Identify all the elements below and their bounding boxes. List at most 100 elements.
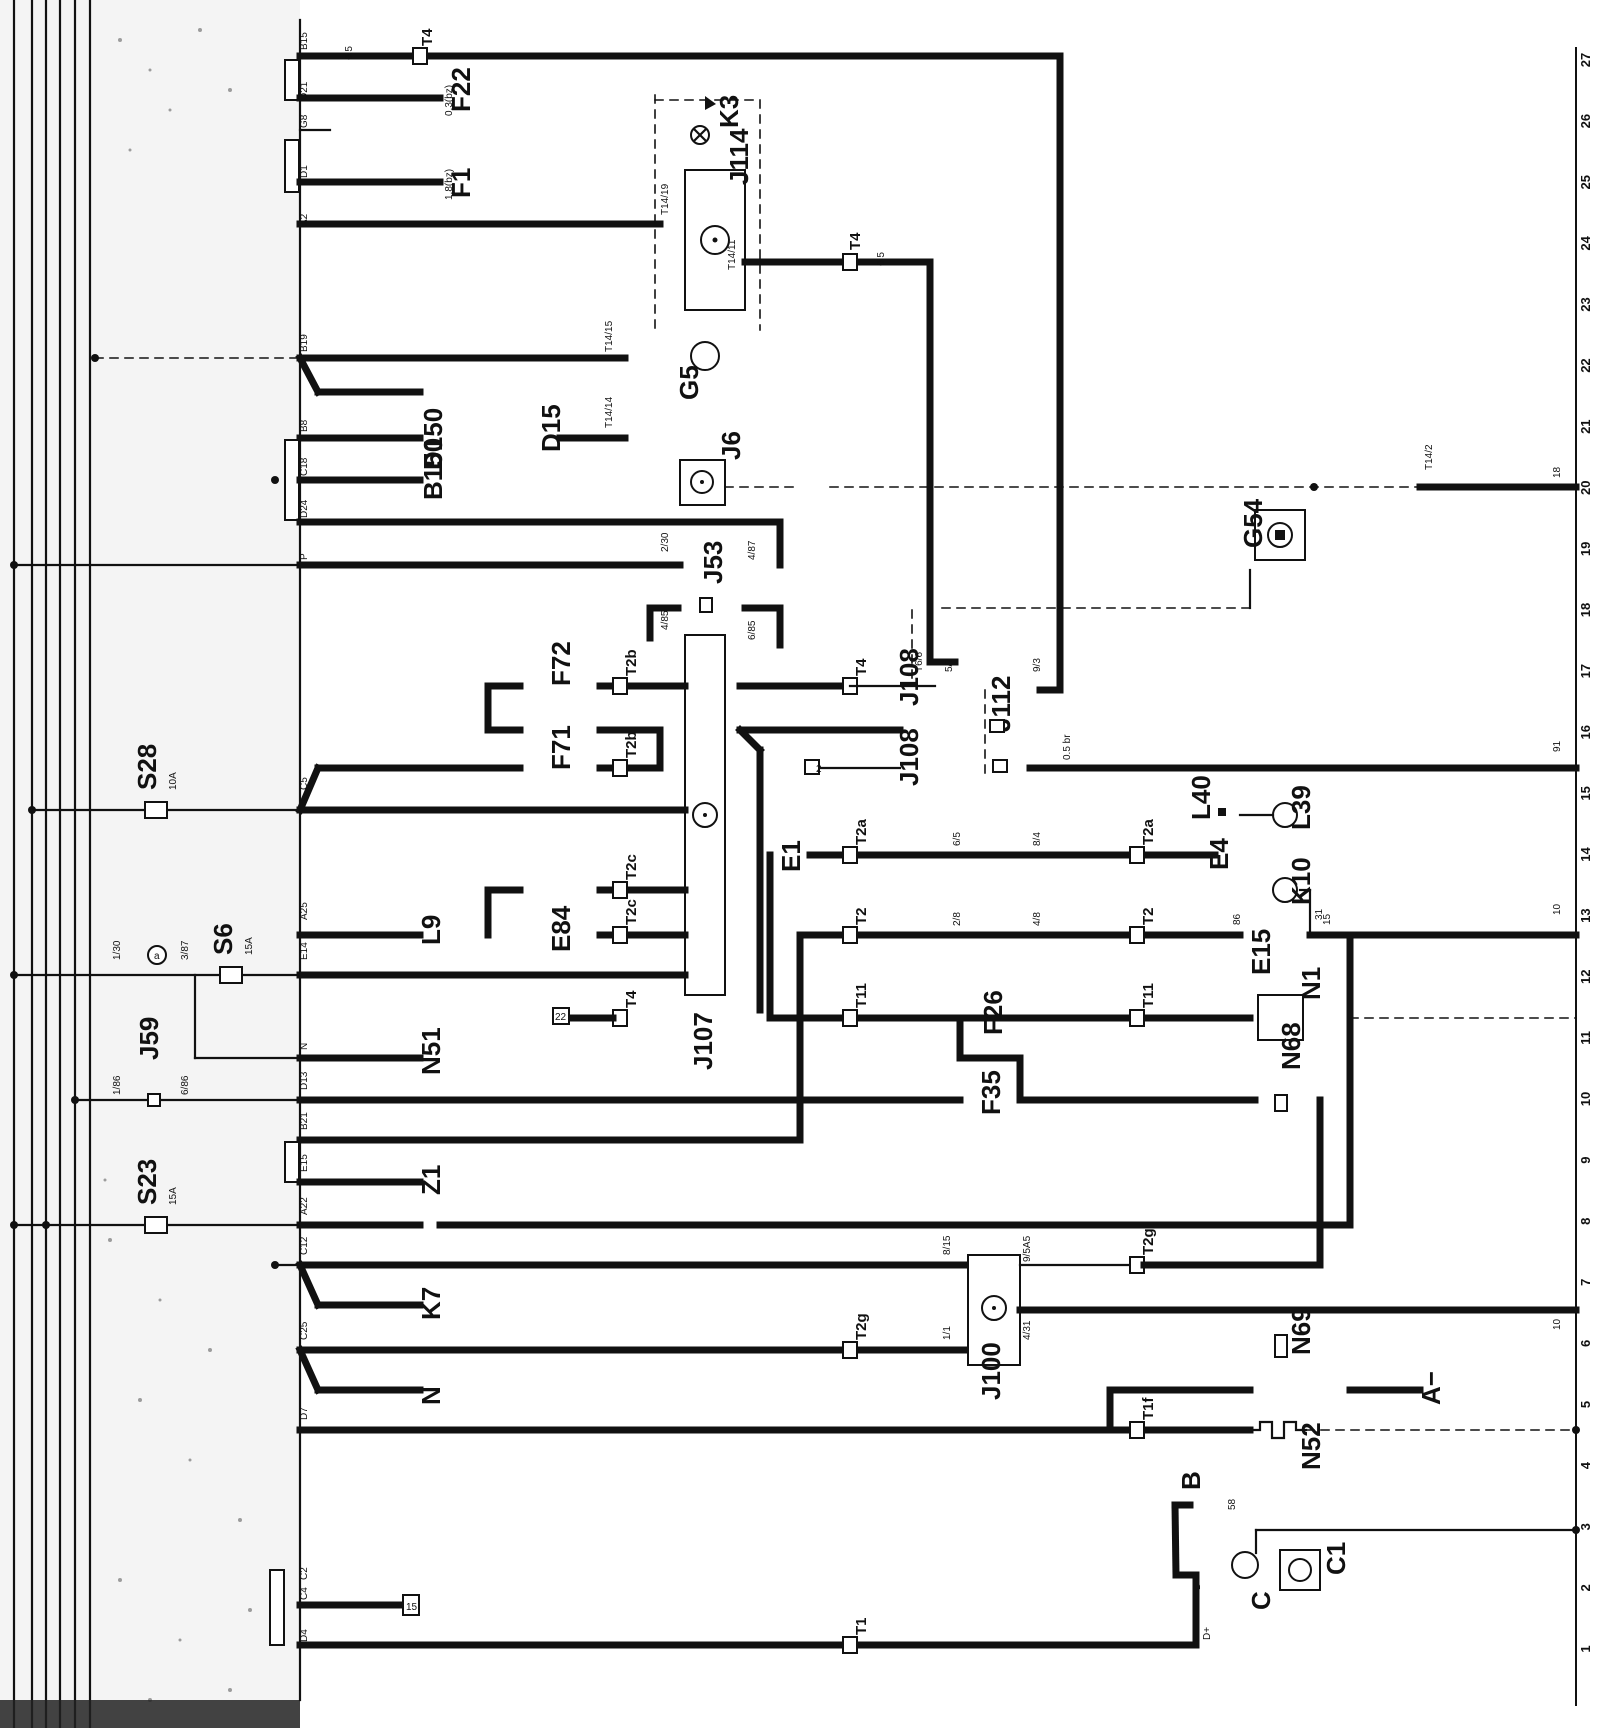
svg-text:J108: J108 — [894, 728, 924, 786]
track-number: 9 — [1578, 1156, 1593, 1163]
svg-text:8/4: 8/4 — [1032, 832, 1043, 846]
wire-t11-n1: T11 T11 F26 N1 — [766, 851, 1577, 1041]
svg-text:A25: A25 — [299, 902, 310, 920]
wire-c25-n: T2g N — [295, 1313, 969, 1405]
svg-text:G54: G54 — [1238, 498, 1268, 548]
svg-text:18: 18 — [1552, 466, 1563, 478]
svg-text:6/5: 6/5 — [952, 832, 963, 846]
svg-text:J107: J107 — [688, 1012, 718, 1070]
svg-text:F35: F35 — [976, 1070, 1006, 1115]
svg-text:T2a: T2a — [853, 818, 870, 845]
track-number: 14 — [1578, 847, 1593, 862]
svg-text:T4: T4 — [853, 658, 870, 676]
svg-text:10: 10 — [1552, 903, 1563, 915]
fuse-s23: S23 15A — [10, 1159, 424, 1234]
svg-text:T2b: T2b — [623, 649, 640, 676]
svg-text:a: a — [154, 951, 160, 962]
svg-text:T14/2: T14/2 — [1424, 444, 1435, 470]
track-number: 18 — [1578, 603, 1593, 617]
track-number: 23 — [1578, 297, 1593, 311]
svg-text:C4: C4 — [299, 1587, 310, 1600]
control-unit-j100: J100 8/15 9/5A5 4/31 1/1 T2g — [942, 1228, 1580, 1400]
svg-text:D15: D15 — [536, 404, 566, 452]
svg-text:B19: B19 — [299, 334, 310, 352]
wire-d4-t1: T1 D+ — [296, 1617, 1213, 1654]
track-number: 4 — [1578, 1461, 1593, 1469]
svg-text:5/7: 5/7 — [944, 658, 955, 672]
track-number: 20 — [1578, 481, 1593, 495]
svg-text:1/30: 1/30 — [112, 940, 123, 960]
svg-text:8/15: 8/15 — [942, 1235, 953, 1255]
svg-text:2/30: 2/30 — [660, 532, 671, 552]
left-power-rails — [0, 0, 300, 1728]
svg-text:10: 10 — [1552, 1318, 1563, 1330]
relay-j114: J114 T14/19 T14/11 — [654, 94, 761, 331]
svg-text:C5: C5 — [299, 777, 310, 790]
track-number: 16 — [1578, 725, 1593, 739]
track-number: 17 — [1578, 664, 1593, 678]
svg-text:D150: D150 — [418, 408, 448, 470]
track-number: 25 — [1578, 175, 1593, 189]
svg-text:T2c: T2c — [623, 899, 640, 925]
valve-n68: N68 — [1236, 1022, 1324, 1269]
svg-text:0.5: 0.5 — [344, 46, 355, 60]
svg-text:K7: K7 — [416, 1287, 446, 1320]
svg-text:B21: B21 — [299, 1112, 310, 1130]
track-number: 21 — [1578, 419, 1593, 433]
relay-j53: J53 2/30 4/87 4/85 6/85 — [660, 532, 758, 640]
svg-text:E4: E4 — [1204, 838, 1234, 870]
svg-text:3/87: 3/87 — [180, 940, 191, 960]
svg-text:15: 15 — [406, 1602, 418, 1613]
svg-text:T14/19: T14/19 — [660, 183, 671, 215]
svg-text:9/5A5: 9/5A5 — [1022, 1235, 1033, 1262]
svg-text:15A: 15A — [244, 937, 255, 955]
svg-text:B: B — [1176, 1471, 1206, 1490]
wire-t2-e15: T2 T2 2/8 4/8 E15 86 15 — [436, 907, 1354, 1229]
svg-text:E1: E1 — [776, 840, 806, 872]
svg-text:2/8: 2/8 — [952, 912, 963, 926]
svg-text:T4: T4 — [847, 232, 864, 250]
svg-text:N51: N51 — [416, 1027, 446, 1075]
connector-t4-top: T4 — [412, 28, 436, 65]
fuse-s6: S6 15A 1/30 3/87 a — [10, 923, 302, 1060]
svg-text:N68: N68 — [1276, 1022, 1306, 1070]
svg-text:0.5 br: 0.5 br — [1062, 734, 1073, 760]
svg-text:1/86: 1/86 — [112, 1075, 123, 1095]
svg-text:6/86: 6/86 — [180, 1075, 191, 1095]
track-number: 15 — [1578, 786, 1593, 800]
svg-text:4/8: 4/8 — [1032, 912, 1043, 926]
relay-j108-j112: T4 T6/6 J108 J108 J112 5/7 9/3 2 — [735, 609, 1043, 1014]
wire-track15: 91 0.5 br — [1026, 734, 1580, 772]
svg-text:N1: N1 — [1296, 967, 1326, 1000]
svg-text:D+: D+ — [1202, 1627, 1213, 1640]
wire-j114-t4 — [741, 258, 959, 666]
svg-text:J6: J6 — [716, 431, 746, 460]
svg-text:C: C — [1246, 1591, 1276, 1610]
svg-text:4/87: 4/87 — [747, 540, 758, 560]
svg-text:C1: C1 — [1321, 1542, 1351, 1575]
svg-text:G8: G8 — [299, 114, 310, 128]
wire-e84: T2c T2c E84 — [484, 854, 689, 952]
svg-text:15: 15 — [1322, 913, 1333, 925]
svg-text:86: 86 — [1232, 913, 1243, 925]
svg-text:J100: J100 — [976, 1342, 1006, 1400]
track-number: 1 — [1578, 1645, 1593, 1652]
track-number: 19 — [1578, 542, 1593, 556]
track-number: 12 — [1578, 969, 1593, 983]
track-number: 5 — [1578, 1401, 1593, 1408]
wire-a25-l9: L9 — [296, 915, 446, 945]
wire-e1-e4: T2a T2a E1 E4 6/5 8/4 — [776, 818, 1234, 872]
svg-text:T2g: T2g — [853, 1313, 870, 1340]
svg-text:10A: 10A — [168, 772, 179, 790]
svg-text:T2b: T2b — [623, 731, 640, 758]
svg-text:B8: B8 — [299, 419, 310, 432]
wire-d7-n52: T1f N52 — [296, 1396, 1580, 1470]
svg-text:E84: E84 — [546, 905, 576, 952]
svg-text:P: P — [299, 553, 310, 560]
svg-text:D1: D1 — [299, 165, 310, 178]
track-number: 11 — [1578, 1031, 1593, 1045]
track-number: 7 — [1578, 1279, 1593, 1286]
svg-text:C18: C18 — [299, 457, 310, 476]
track-number: 26 — [1578, 114, 1593, 128]
svg-text:4/85: 4/85 — [660, 610, 671, 630]
